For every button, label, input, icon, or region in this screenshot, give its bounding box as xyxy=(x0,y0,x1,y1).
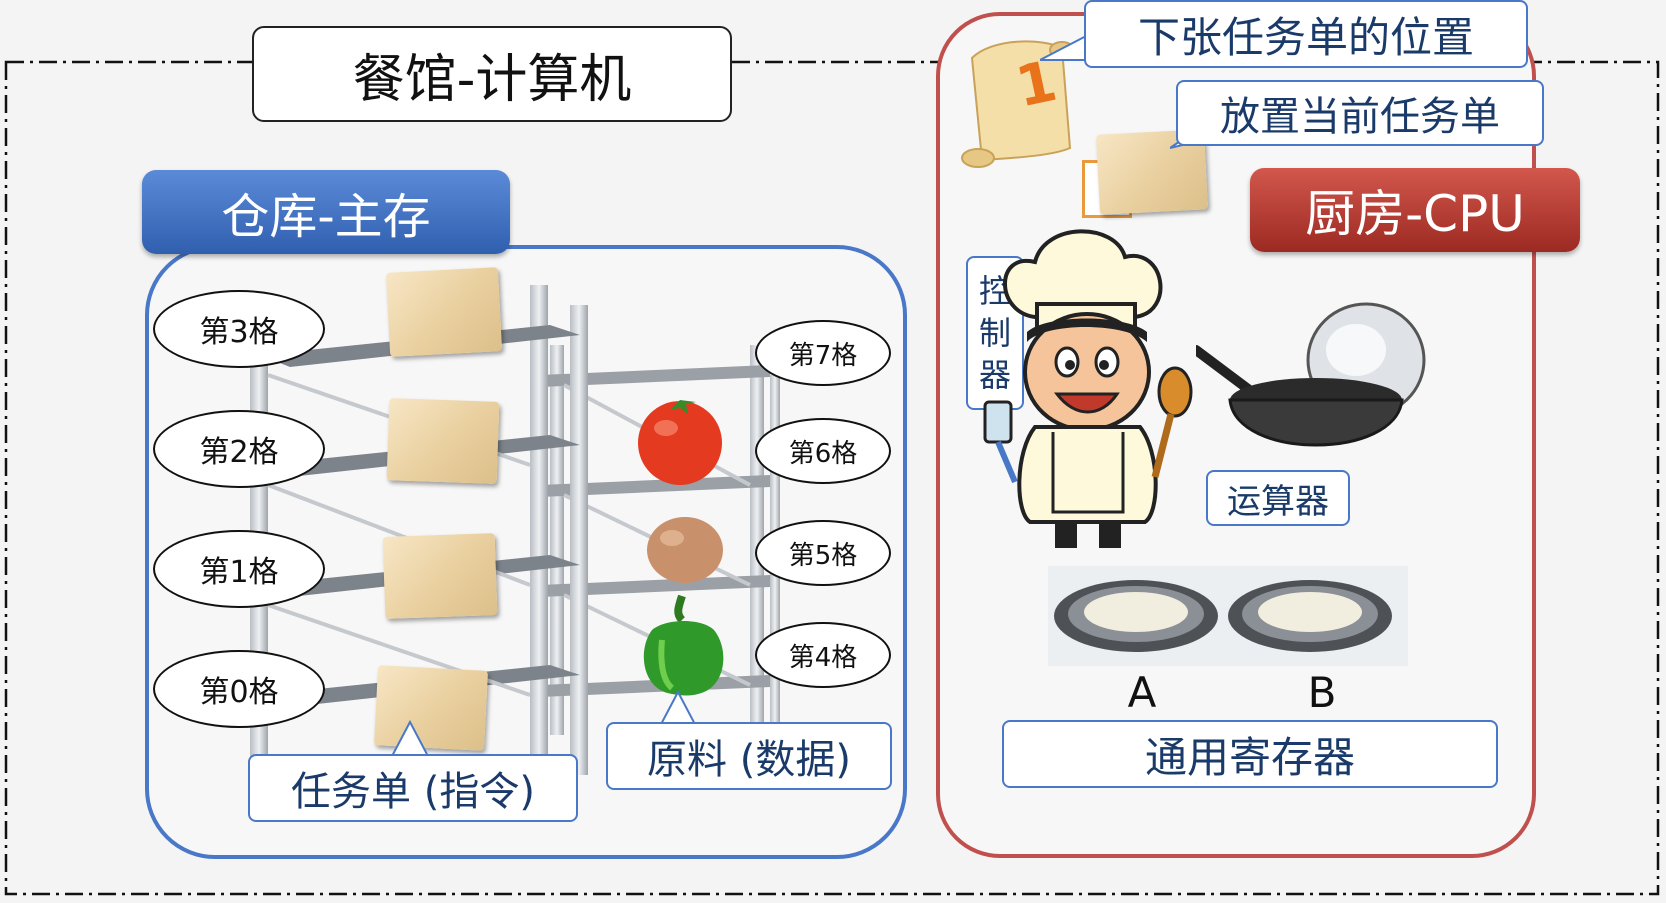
title-box: 餐馆-计算机 xyxy=(252,26,732,122)
next-task-label: 下张任务单的位置 xyxy=(1084,0,1528,68)
alu-label: 运算器 xyxy=(1206,470,1350,526)
memory-slot-2: 第2格 xyxy=(153,410,325,488)
data-callout-pointer xyxy=(656,690,700,730)
chef-icon xyxy=(983,229,1193,548)
current-task-label: 放置当前任务单 xyxy=(1176,80,1544,146)
task-note-slot-2 xyxy=(386,398,500,484)
instruction-callout-pointer xyxy=(388,720,432,760)
memory-slot-0: 第0格 xyxy=(153,650,325,728)
instruction-label: 任务单 (指令) xyxy=(248,754,578,822)
memory-slot-5: 第5格 xyxy=(755,520,891,586)
data-label: 原料 (数据) xyxy=(606,722,892,790)
register-a-label: A xyxy=(1127,668,1157,717)
register-b-label: B xyxy=(1307,668,1337,717)
cpu-header-text: 厨房-CPU xyxy=(1305,185,1525,243)
task-note-slot-1 xyxy=(382,533,498,619)
memory-header: 仓库-主存 xyxy=(142,170,510,254)
wok-icon xyxy=(1196,302,1426,447)
memory-slot-7: 第7格 xyxy=(755,320,891,386)
task-note-slot-3 xyxy=(385,267,503,357)
memory-slot-6: 第6格 xyxy=(755,418,891,484)
green-pepper-icon xyxy=(643,594,724,696)
memory-slot-3: 第3格 xyxy=(153,290,325,368)
memory-slot-4: 第4格 xyxy=(755,622,891,688)
tomato-icon xyxy=(638,400,722,485)
page-title: 餐馆-计算机 xyxy=(352,49,632,110)
memory-slot-1: 第1格 xyxy=(153,530,325,608)
registers-label: 通用寄存器 xyxy=(1002,720,1498,788)
memory-header-text: 仓库-主存 xyxy=(221,189,431,245)
register-plates-icon xyxy=(1048,566,1408,666)
cpu-header: 厨房-CPU xyxy=(1250,168,1580,252)
egg-icon xyxy=(647,517,723,583)
